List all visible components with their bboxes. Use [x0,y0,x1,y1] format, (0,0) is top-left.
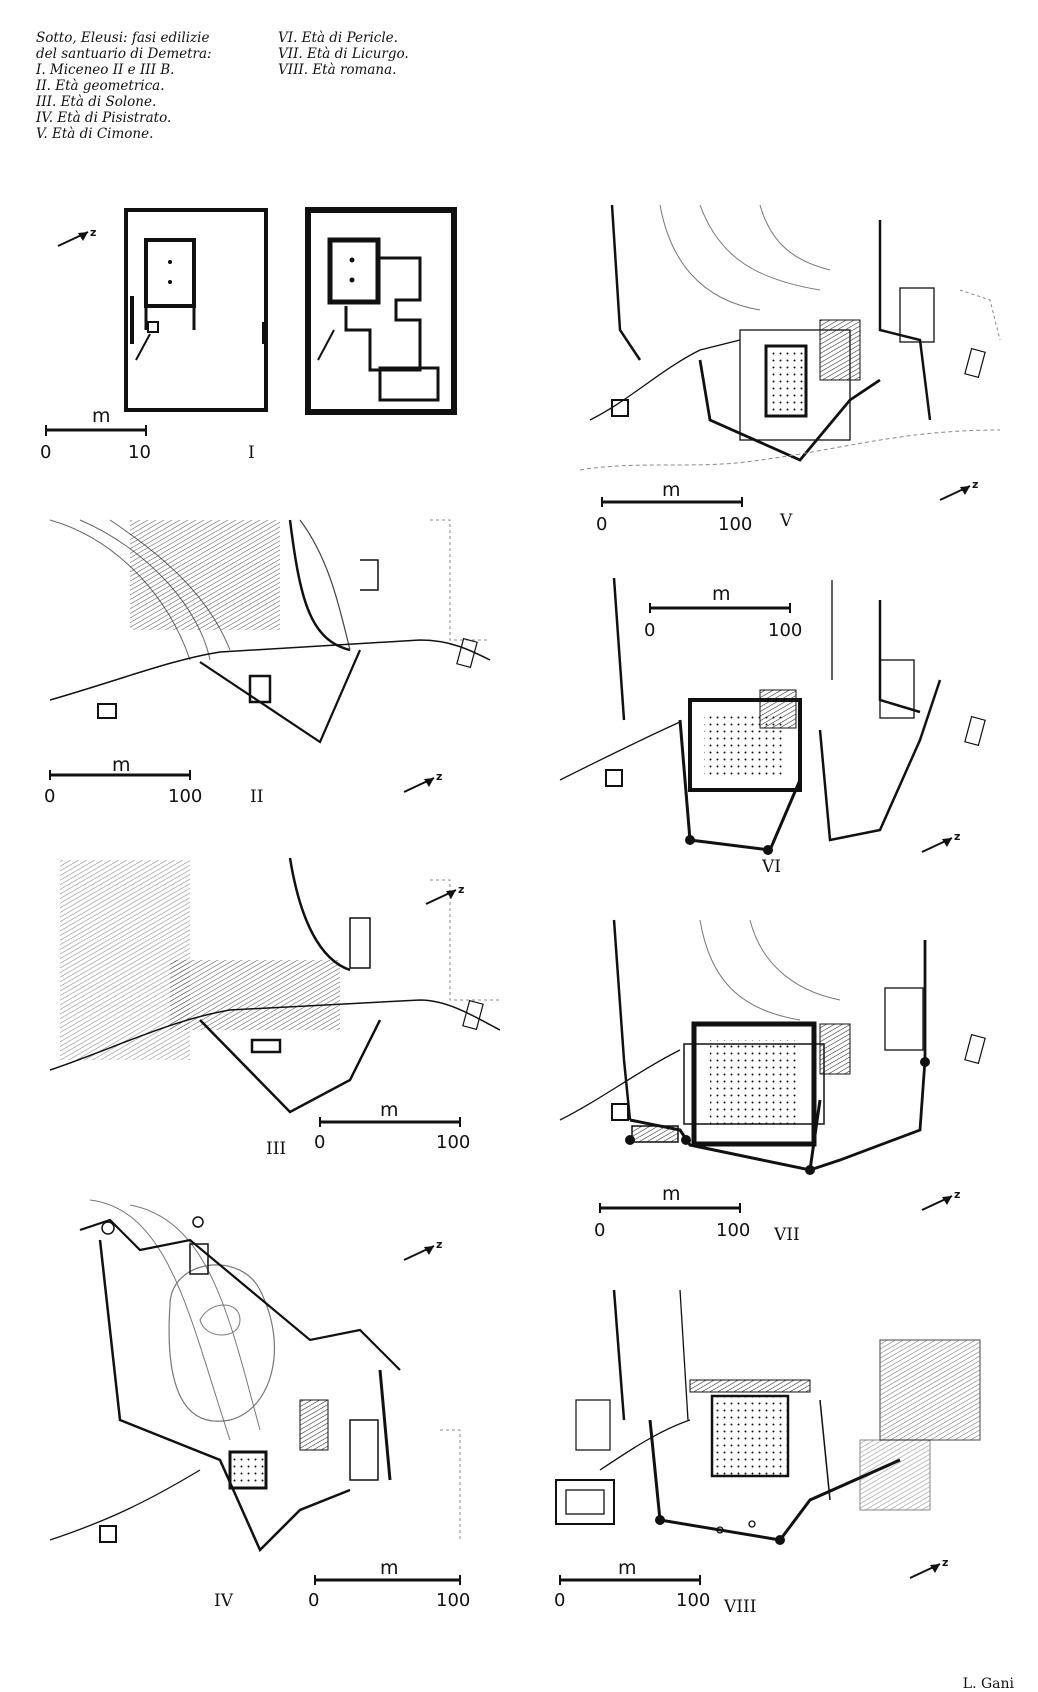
plan-VIII: z m 0 100 VIII [554,1289,981,1617]
scale-start: 0 [644,620,655,641]
hillside-hatching [130,520,280,630]
scale-unit: m [712,583,731,605]
scale-end: 100 [676,1590,710,1611]
peribolos-wall [678,719,802,852]
plan-label: VIII [723,1597,756,1617]
scale-unit: m [662,479,681,501]
caption-line: II. Età geometrica. [36,78,165,94]
scale-unit: m [380,1099,399,1121]
scale-end: 10 [128,442,151,463]
svg-text:z: z [942,1556,948,1569]
scale-end: 100 [768,620,802,641]
plan-VII: z m 0 100 VII [559,919,986,1245]
scale-end: 100 [716,1220,750,1241]
plan-label: II [250,787,263,807]
plan-label: V [779,511,793,531]
plan-IV: z m 0 100 IV [49,1199,470,1611]
enclosure-wall [124,208,268,412]
caption-right: VI. Età di Pericle. VII. Età di Licurgo.… [278,30,409,78]
credit: L. Gani [962,1676,1014,1692]
plan-III: z m 0 100 III [49,857,501,1159]
plan-label: VI [761,857,781,877]
peribolos-wall [698,359,881,462]
caption-line: V. Età di Cimone. [36,126,154,142]
north-arrow-icon [909,1563,941,1579]
telesterion [710,1394,790,1478]
telesterion [691,1021,817,1147]
plan-label: VII [773,1225,800,1245]
caption-line: VI. Età di Pericle. [278,30,398,46]
telesterion [688,698,802,792]
scale-start: 0 [596,514,607,535]
north-arrow-icon [921,837,953,853]
plan-I: z m 0 10 I [40,207,457,463]
caption-line: del santuario di Demetra: [36,46,212,62]
caption-line: VIII. Età romana. [278,62,397,78]
svg-text:z: z [954,1188,960,1201]
scale-unit: m [112,754,131,776]
scale-end: 100 [436,1590,470,1611]
contour-line [168,1264,275,1422]
megaron [144,238,196,308]
north-arrow-icon [425,889,457,905]
caption-line: I. Miceneo II e III B. [36,62,175,78]
scale-start: 0 [308,1590,319,1611]
north-arrow-icon [939,485,971,501]
telesterion [764,344,808,418]
north-arrow-icon [921,1195,953,1211]
scale-start: 0 [554,1590,565,1611]
scale-start: 0 [40,442,51,463]
scale-end: 100 [718,514,752,535]
north-arrow-icon [57,231,89,247]
north-arrow-icon [403,1245,435,1261]
roman-quarter [879,1339,981,1441]
scale-unit: m [380,1557,399,1579]
north-arrow-icon [403,777,435,793]
caption-line: Sotto, Eleusi: fasi edilizie [36,30,210,46]
svg-text:z: z [436,770,442,783]
telesterion [228,1450,268,1490]
scale-unit: m [92,405,111,427]
plan-label: IV [214,1591,234,1611]
scale-unit: m [618,1557,637,1579]
plan-V: z m 0 100 V [579,204,1001,535]
svg-text:z: z [458,883,464,896]
caption-left: Sotto, Eleusi: fasi edilizie del santuar… [36,30,212,142]
scale-start: 0 [594,1220,605,1241]
svg-text:z: z [972,478,978,491]
north-label: z [90,226,96,239]
caption-line: III. Età di Solone. [36,94,157,110]
enclosure-wall [305,207,457,415]
plan-VI: z m 0 100 VI [559,577,986,877]
plan-label: I [248,443,255,463]
svg-text:z: z [954,830,960,843]
scale-unit: m [662,1183,681,1205]
plan-II: m 0 100 II z [44,519,491,807]
caption-line: IV. Età di Pisistrato. [36,110,172,126]
svg-text:z: z [436,1238,442,1251]
scale-end: 100 [436,1132,470,1153]
caption-line: VII. Età di Licurgo. [278,46,409,62]
plan-label: III [266,1139,286,1159]
scale-start: 0 [44,786,55,807]
scale-end: 100 [168,786,202,807]
scale-start: 0 [314,1132,325,1153]
peribolos-wall [79,1218,401,1371]
